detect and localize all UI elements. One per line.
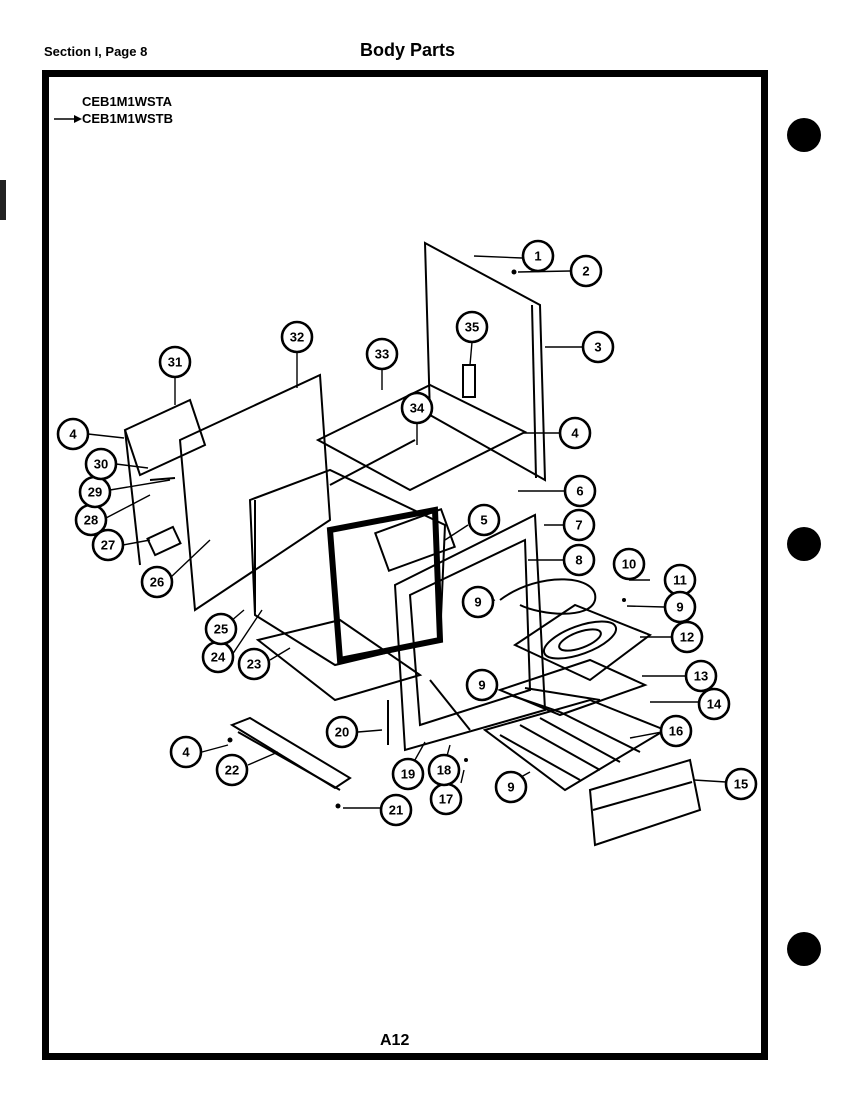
- callout-21: 21: [379, 793, 413, 827]
- section-label: Section I, Page 8: [44, 44, 148, 59]
- svg-text:32: 32: [290, 330, 304, 345]
- callout-26: 26: [140, 565, 174, 599]
- svg-text:5: 5: [480, 513, 487, 528]
- svg-text:9: 9: [507, 780, 514, 795]
- svg-text:22: 22: [225, 763, 239, 778]
- svg-text:8: 8: [575, 553, 582, 568]
- svg-text:19: 19: [401, 767, 415, 782]
- callout-30: 30: [84, 447, 118, 481]
- callout-1: 1: [521, 239, 555, 273]
- svg-text:26: 26: [150, 575, 164, 590]
- svg-text:23: 23: [247, 657, 261, 672]
- svg-text:9: 9: [478, 678, 485, 693]
- svg-text:6: 6: [576, 484, 583, 499]
- svg-text:1: 1: [534, 249, 541, 264]
- scan-edge-mark: [0, 180, 6, 220]
- callout-13: 13: [684, 659, 718, 693]
- binder-hole-top: [787, 118, 821, 152]
- binder-hole-middle: [787, 527, 821, 561]
- svg-text:2: 2: [582, 264, 589, 279]
- svg-text:10: 10: [622, 557, 636, 572]
- callout-4-left: 4: [56, 417, 90, 451]
- svg-text:29: 29: [88, 485, 102, 500]
- svg-text:11: 11: [673, 573, 687, 588]
- callout-3: 3: [581, 330, 615, 364]
- callout-18: 18: [427, 753, 461, 787]
- callout-4-right: 4: [558, 416, 592, 450]
- callout-29: 29: [78, 475, 112, 509]
- callout-5: 5: [467, 503, 501, 537]
- callout-10: 10: [612, 547, 646, 581]
- svg-text:20: 20: [335, 725, 349, 740]
- svg-text:27: 27: [101, 538, 115, 553]
- callout-14: 14: [697, 687, 731, 721]
- svg-text:30: 30: [94, 457, 108, 472]
- svg-text:13: 13: [694, 669, 708, 684]
- callout-27: 27: [91, 528, 125, 562]
- part-drawings: [123, 241, 702, 847]
- callout-8: 8: [562, 543, 596, 577]
- svg-text:14: 14: [707, 697, 722, 712]
- callout-9-lower: 9: [494, 770, 528, 804]
- svg-text:33: 33: [375, 347, 389, 362]
- svg-text:4: 4: [571, 426, 579, 441]
- model-a: CEB1M1WSTA: [82, 94, 173, 109]
- callout-28: 28: [74, 503, 108, 537]
- callout-22: 22: [215, 753, 249, 787]
- callout-31: 31: [158, 345, 192, 379]
- svg-text:18: 18: [437, 763, 451, 778]
- svg-text:15: 15: [734, 777, 748, 792]
- model-b: CEB1M1WSTB: [82, 111, 174, 126]
- callout-2: 2: [569, 254, 603, 288]
- callout-6: 6: [563, 474, 597, 508]
- svg-text:28: 28: [84, 513, 98, 528]
- callout-33: 33: [365, 337, 399, 371]
- svg-text:4: 4: [182, 745, 190, 760]
- callout-11: 11: [663, 563, 697, 597]
- callout-9-upper: 9: [461, 585, 495, 619]
- svg-text:31: 31: [168, 355, 182, 370]
- page-number: A12: [374, 1032, 416, 1050]
- callout-35: 35: [455, 310, 489, 344]
- page-title: Body Parts: [360, 40, 456, 60]
- callout-12: 12: [670, 620, 704, 654]
- svg-text:12: 12: [680, 630, 694, 645]
- svg-text:25: 25: [214, 622, 228, 637]
- svg-text:16: 16: [669, 724, 683, 739]
- svg-text:3: 3: [594, 340, 601, 355]
- callout-9-right: 9: [663, 590, 697, 624]
- svg-text:7: 7: [575, 518, 582, 533]
- callout-16: 16: [659, 714, 693, 748]
- callout-25: 25: [204, 612, 238, 646]
- callout-20: 20: [325, 715, 359, 749]
- svg-text:4: 4: [69, 427, 77, 442]
- callout-19: 19: [391, 757, 425, 791]
- callout-15: 15: [724, 767, 758, 801]
- binder-hole-bottom: [787, 932, 821, 966]
- svg-text:24: 24: [211, 650, 226, 665]
- svg-text:35: 35: [465, 320, 479, 335]
- model-list: CEB1M1WSTA CEB1M1WSTB: [82, 93, 173, 127]
- svg-text:9: 9: [474, 595, 481, 610]
- model-arrow-icon: [54, 115, 82, 123]
- svg-text:17: 17: [439, 792, 453, 807]
- callout-24: 24: [201, 640, 235, 674]
- svg-text:21: 21: [389, 803, 403, 818]
- callout-23: 23: [237, 647, 271, 681]
- svg-text:34: 34: [410, 401, 425, 416]
- callout-9-middle: 9: [465, 668, 499, 702]
- callout-4-bottom: 4: [169, 735, 203, 769]
- svg-text:9: 9: [676, 600, 683, 615]
- leader-lines: [87, 255, 727, 809]
- diagram-frame: [42, 70, 768, 1060]
- callout-labels: 1 2 3 4 4 5 6 7 8 10 9 11 9 12 9 13 14 1…: [56, 239, 758, 827]
- callout-32: 32: [280, 320, 314, 354]
- callout-7: 7: [562, 508, 596, 542]
- callout-34: 34: [400, 391, 434, 425]
- callout-17: 17: [429, 782, 463, 816]
